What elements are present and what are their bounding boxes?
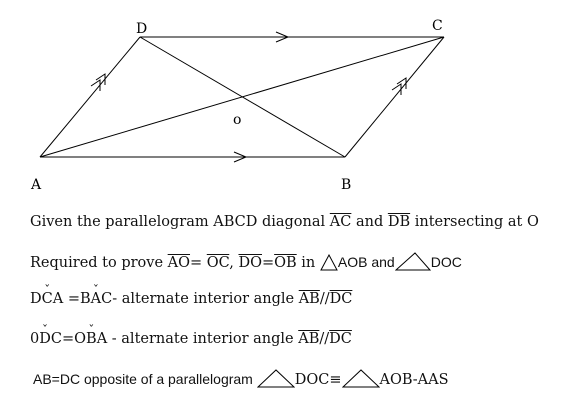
segment-db: DB bbox=[387, 214, 411, 230]
angle-vertex-a: A bbox=[91, 289, 101, 309]
angle-vertex-d: D bbox=[39, 329, 51, 349]
label-d: D bbox=[136, 21, 147, 37]
segment-ob: OB bbox=[274, 255, 297, 271]
segment-ab: AB bbox=[298, 331, 320, 347]
angle-statement-odc: 0DC=OBA - alternate interior angle AB//D… bbox=[30, 329, 352, 349]
segment-dc: DC bbox=[329, 331, 352, 347]
segment-ac: AC bbox=[329, 214, 352, 230]
required-statement: Required to prove AO= OC, DO=OB in AOB a… bbox=[30, 251, 462, 273]
triangle-icon bbox=[341, 369, 380, 388]
segment-do: DO bbox=[238, 255, 262, 271]
parallel-arrow-da-1 bbox=[90, 79, 101, 91]
parallel-arrow-ab bbox=[233, 151, 248, 163]
parallel-arrow-dc bbox=[275, 31, 290, 43]
segment-ao: AO bbox=[167, 255, 191, 271]
angle-vertex-b: B bbox=[86, 329, 97, 349]
angle-vertex-c: C bbox=[42, 289, 53, 309]
label-o: o bbox=[233, 112, 241, 128]
side-da bbox=[39, 36, 141, 158]
label-b: B bbox=[341, 177, 351, 193]
parallel-arrow-da-2 bbox=[95, 73, 106, 85]
parallel-arrow-bc-2 bbox=[396, 77, 407, 89]
label-a: A bbox=[30, 177, 42, 193]
side-bc bbox=[344, 36, 445, 158]
triangle-icon bbox=[394, 252, 431, 271]
segment-oc: OC bbox=[206, 255, 230, 271]
segment-dc: DC bbox=[329, 291, 353, 307]
congruence-statement: AB=DC opposite of a parallelogram DOC≡AO… bbox=[33, 368, 449, 390]
segment-ab: AB bbox=[298, 291, 320, 307]
triangle-icon bbox=[256, 369, 295, 388]
given-statement: Given the parallelogram ABCD diagonal AC… bbox=[30, 214, 539, 230]
parallelogram-figure: D C A B o bbox=[30, 18, 445, 193]
label-c: C bbox=[432, 18, 443, 34]
angle-statement-dca: DCA =BAC- alternate interior angle AB//D… bbox=[30, 289, 352, 309]
diagonal-db bbox=[139, 36, 346, 158]
parallel-arrow-bc-1 bbox=[391, 83, 402, 95]
triangle-icon bbox=[320, 253, 338, 271]
